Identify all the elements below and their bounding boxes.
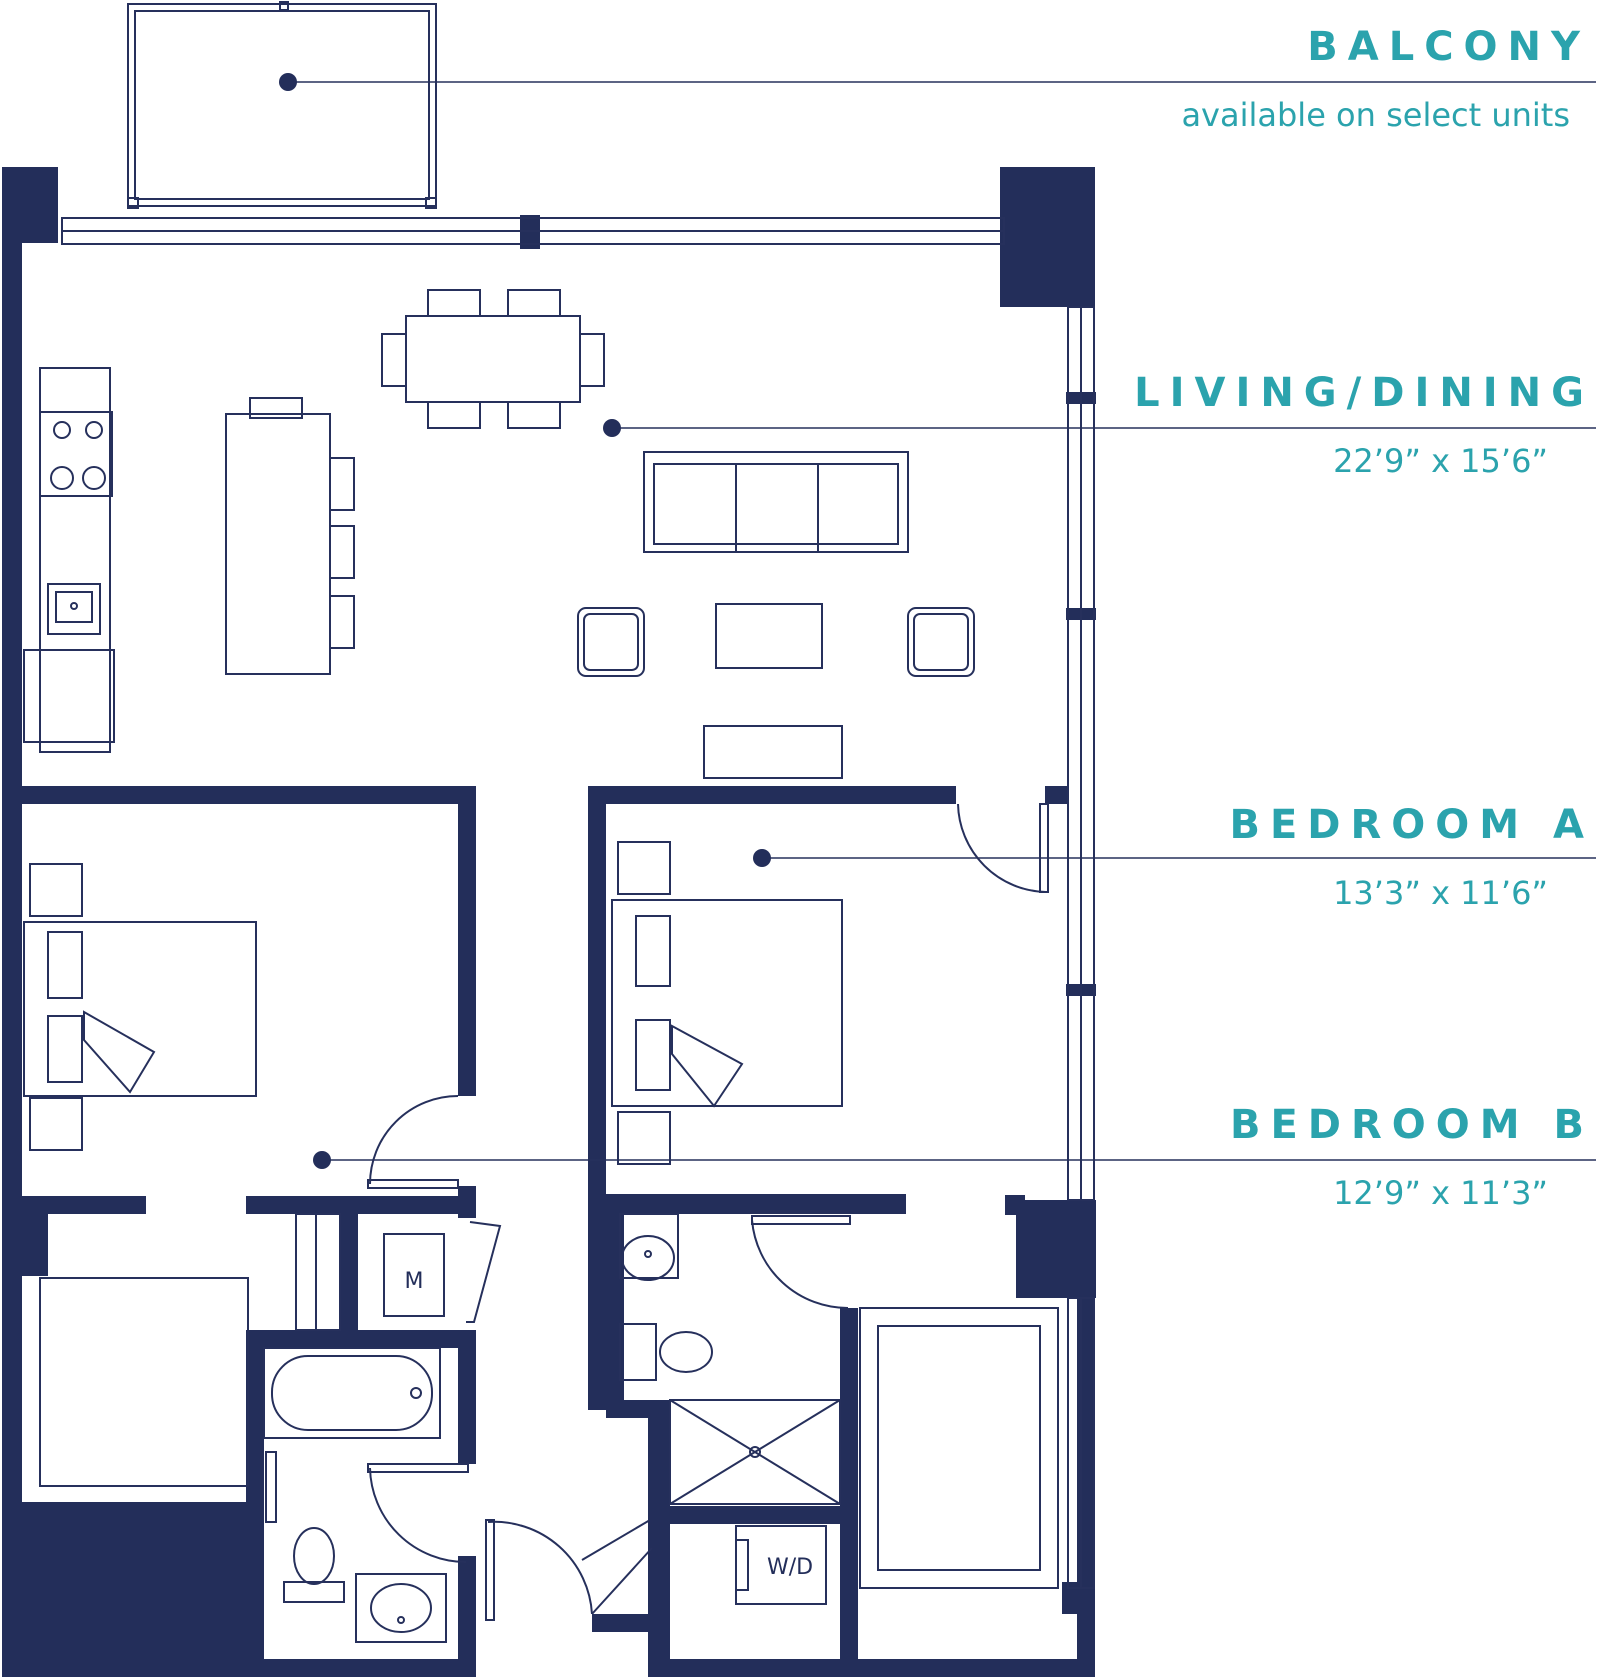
- bathroom-two: [619, 1213, 841, 1505]
- living-dining-dot: [603, 419, 621, 437]
- living-dining-title: LIVING/DINING: [1134, 370, 1594, 416]
- balcony-outline: [127, 1, 437, 209]
- bathroom-one: [263, 1347, 447, 1643]
- living-dining-dimensions: 22’9” x 15’6”: [1333, 442, 1548, 480]
- microwave-label: M: [405, 1269, 424, 1294]
- bedroom-b-dot: [313, 1151, 331, 1169]
- bedroom-b-furniture: [23, 863, 257, 1487]
- balcony-title: BALCONY: [1307, 24, 1590, 70]
- washer-dryer-label: W/D: [767, 1555, 813, 1580]
- bedroom-b-dimensions: 12’9” x 11’3”: [1333, 1174, 1548, 1212]
- microwave-closet: M: [295, 1213, 445, 1331]
- bedroom-a-dimensions: 13’3” x 11’6”: [1333, 874, 1548, 912]
- living-furniture: [577, 451, 975, 779]
- room-labels: BALCONY available on select units LIVING…: [1134, 24, 1594, 1212]
- washer-dryer: W/D: [735, 1525, 827, 1605]
- bedroom-a-title: BEDROOM A: [1229, 802, 1594, 848]
- doors: [367, 803, 1049, 1621]
- balcony-dot: [279, 73, 297, 91]
- balcony-subtitle: available on select units: [1181, 96, 1570, 134]
- room-leaders: [279, 73, 1596, 1169]
- bedroom-b-title: BEDROOM B: [1230, 1102, 1594, 1148]
- dining-table: [381, 289, 605, 429]
- kitchen: [23, 367, 355, 753]
- walls: [2, 167, 1096, 1677]
- bedroom-a-dot: [753, 849, 771, 867]
- windows: [61, 217, 1095, 1589]
- bedroom-a-furniture: [611, 841, 1059, 1589]
